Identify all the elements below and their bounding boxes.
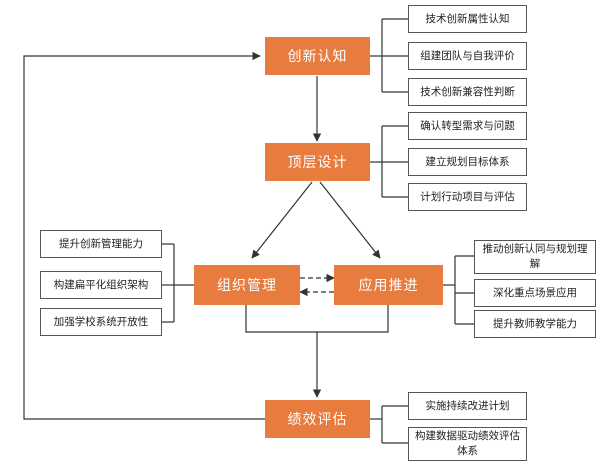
detail-label: 实施持续改进计划 bbox=[425, 399, 510, 412]
detail-box: 构建数据驱动绩效评估体系 bbox=[408, 427, 527, 461]
stage-innovation-cognition: 创新认知 bbox=[265, 37, 370, 75]
detail-box: 技术创新兼容性判断 bbox=[408, 78, 527, 106]
detail-box: 提升创新管理能力 bbox=[40, 230, 162, 258]
detail-box: 加强学校系统开放性 bbox=[40, 308, 162, 336]
detail-label: 技术创新属性认知 bbox=[425, 12, 510, 25]
detail-box: 技术创新属性认知 bbox=[408, 5, 527, 33]
detail-box: 推动创新认同与规划理解 bbox=[474, 240, 596, 274]
detail-box: 构建扁平化组织架构 bbox=[40, 271, 162, 299]
detail-label: 构建数据驱动绩效评估体系 bbox=[415, 430, 520, 457]
detail-label: 深化重点场景应用 bbox=[493, 286, 577, 299]
detail-label: 提升创新管理能力 bbox=[59, 237, 143, 250]
detail-label: 建立规划目标体系 bbox=[425, 155, 510, 168]
detail-box: 计划行动项目与评估 bbox=[408, 183, 527, 211]
detail-box: 深化重点场景应用 bbox=[474, 279, 596, 307]
detail-label: 技术创新兼容性判断 bbox=[420, 85, 515, 98]
stage-performance-evaluation: 绩效评估 bbox=[265, 400, 370, 438]
stage-application-promotion: 应用推进 bbox=[334, 265, 443, 305]
detail-label: 提升教师教学能力 bbox=[493, 317, 577, 330]
detail-label: 加强学校系统开放性 bbox=[53, 315, 149, 328]
detail-box: 确认转型需求与问题 bbox=[408, 112, 527, 140]
detail-label: 构建扁平化组织架构 bbox=[53, 278, 149, 291]
detail-box: 组建团队与自我评价 bbox=[408, 42, 527, 70]
detail-box: 建立规划目标体系 bbox=[408, 148, 527, 176]
detail-box: 提升教师教学能力 bbox=[474, 310, 596, 338]
detail-label: 确认转型需求与问题 bbox=[420, 119, 515, 132]
stage-organization-management: 组织管理 bbox=[194, 265, 300, 305]
detail-label: 推动创新认同与规划理解 bbox=[482, 243, 588, 270]
stage-top-level-design: 顶层设计 bbox=[265, 143, 370, 181]
detail-label: 计划行动项目与评估 bbox=[420, 190, 515, 203]
detail-label: 组建团队与自我评价 bbox=[420, 49, 515, 62]
detail-box: 实施持续改进计划 bbox=[408, 392, 527, 420]
